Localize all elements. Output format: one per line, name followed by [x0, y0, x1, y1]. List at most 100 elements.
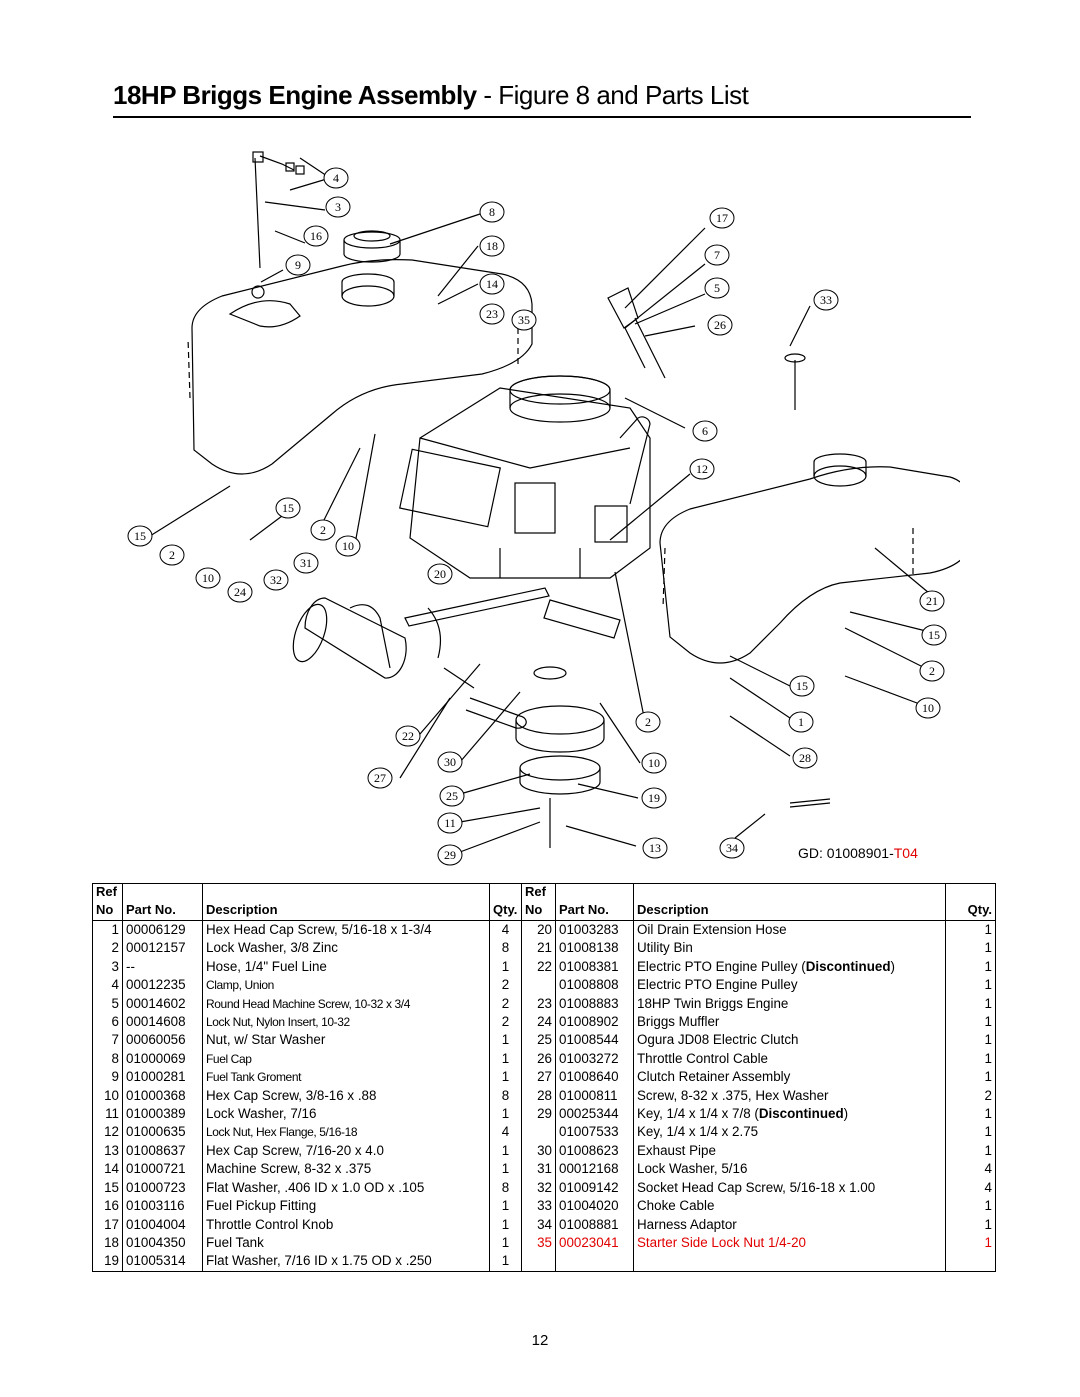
callout-15: 15: [127, 525, 153, 547]
part-number: 01000811: [555, 1086, 634, 1106]
description: Fuel Cap: [202, 1049, 490, 1069]
part-number: 01008902: [555, 1013, 634, 1032]
ref-no: 30: [521, 1141, 556, 1161]
part-number: 01000389: [122, 1105, 203, 1124]
part-number: 01008883: [555, 994, 634, 1014]
quantity: 1: [489, 1049, 522, 1069]
svg-text:10: 10: [202, 571, 214, 585]
description: Flat Washer, .406 ID x 1.0 OD x .105: [202, 1178, 490, 1198]
ref-no: 1: [111, 922, 119, 937]
callout-2: 2: [635, 711, 661, 733]
description: Key, 1/4 x 1/4 x 2.75: [633, 1123, 946, 1142]
svg-text:10: 10: [342, 539, 354, 553]
ref-no: 19: [104, 1253, 119, 1269]
ref-no: 15: [104, 1179, 119, 1195]
description: Lock Washer, 3/8 Zinc: [202, 939, 490, 958]
quantity: 1: [489, 1105, 522, 1124]
header-part-right: Part No.: [555, 900, 634, 921]
ref-no: 23: [521, 994, 556, 1014]
quantity: 2: [489, 994, 522, 1014]
quantity: 1: [945, 957, 996, 977]
drawing-id-suffix: T04: [893, 845, 918, 861]
ref-no: 10: [104, 1087, 119, 1103]
callout-25: 25: [439, 785, 465, 807]
quantity: 4: [945, 1178, 996, 1198]
ref-no: 5: [111, 995, 119, 1011]
svg-text:23: 23: [486, 307, 498, 321]
svg-text:18: 18: [486, 239, 498, 253]
svg-text:34: 34: [726, 841, 738, 855]
part-number: 01004004: [122, 1215, 203, 1234]
description: [633, 1252, 946, 1272]
ref-no: 18: [104, 1234, 119, 1250]
description: Socket Head Cap Screw, 5/16-18 x 1.00: [633, 1178, 946, 1198]
part-number: 01000721: [122, 1160, 203, 1179]
quantity: 1: [945, 1197, 996, 1216]
ref-no: 4: [111, 977, 119, 993]
ref-no: 33: [521, 1197, 556, 1216]
svg-text:31: 31: [300, 556, 312, 570]
svg-text:2: 2: [169, 548, 175, 562]
ref-no: 3: [111, 958, 119, 974]
svg-text:25: 25: [446, 789, 458, 803]
callout-23: 23: [479, 303, 505, 325]
description: Key, 1/4 x 1/4 x 7/8 (Discontinued): [633, 1105, 946, 1124]
description: Hex Cap Screw, 3/8-16 x .88: [202, 1086, 490, 1106]
callout-15: 15: [789, 675, 815, 697]
part-number: 01004350: [122, 1233, 203, 1253]
callout-6: 6: [692, 420, 718, 442]
part-number: 01000368: [122, 1086, 203, 1106]
quantity: 1: [945, 1215, 996, 1234]
ref-no: 26: [521, 1049, 556, 1069]
part-number: 01008138: [555, 939, 634, 958]
callout-4: 4: [323, 167, 349, 189]
part-number: 00012168: [555, 1160, 634, 1179]
ref-no: 35: [521, 1233, 556, 1253]
quantity: 8: [489, 939, 522, 958]
part-number: 01000281: [122, 1068, 203, 1087]
svg-text:24: 24: [234, 585, 246, 599]
part-number: 01003283: [555, 920, 634, 940]
ref-no: [521, 1252, 556, 1272]
part-number: 01008640: [555, 1068, 634, 1087]
callout-22: 22: [395, 725, 421, 747]
header-no-left: No: [92, 900, 123, 921]
svg-text:2: 2: [320, 523, 326, 537]
description: Oil Drain Extension Hose: [633, 920, 946, 940]
quantity: 1: [489, 1031, 522, 1050]
part-number: 01000069: [122, 1049, 203, 1069]
svg-text:2: 2: [929, 664, 935, 678]
quantity: 1: [945, 994, 996, 1014]
quantity: 1: [489, 1233, 522, 1253]
quantity: 1: [489, 1068, 522, 1087]
svg-text:15: 15: [796, 679, 808, 693]
callout-7: 7: [704, 244, 730, 266]
ref-no: 2: [111, 940, 119, 956]
svg-text:8: 8: [489, 205, 495, 219]
part-number: 01005314: [122, 1252, 203, 1272]
description: Choke Cable: [633, 1197, 946, 1216]
callout-14: 14: [479, 273, 505, 295]
quantity: 1: [489, 1160, 522, 1179]
ref-no: [521, 1123, 556, 1142]
header-ref-right: Ref: [521, 883, 556, 900]
description: Flat Washer, 7/16 ID x 1.75 OD x .250: [202, 1252, 490, 1272]
svg-text:21: 21: [926, 594, 938, 608]
svg-text:22: 22: [402, 729, 414, 743]
quantity: 1: [945, 920, 996, 940]
quantity: 1: [945, 939, 996, 958]
part-number: 00025344: [555, 1105, 634, 1124]
callout-31: 31: [293, 552, 319, 574]
callout-10: 10: [915, 697, 941, 719]
quantity: 8: [489, 1086, 522, 1106]
description: Starter Side Lock Nut 1/4-20: [633, 1233, 946, 1253]
quantity: 1: [489, 957, 522, 977]
